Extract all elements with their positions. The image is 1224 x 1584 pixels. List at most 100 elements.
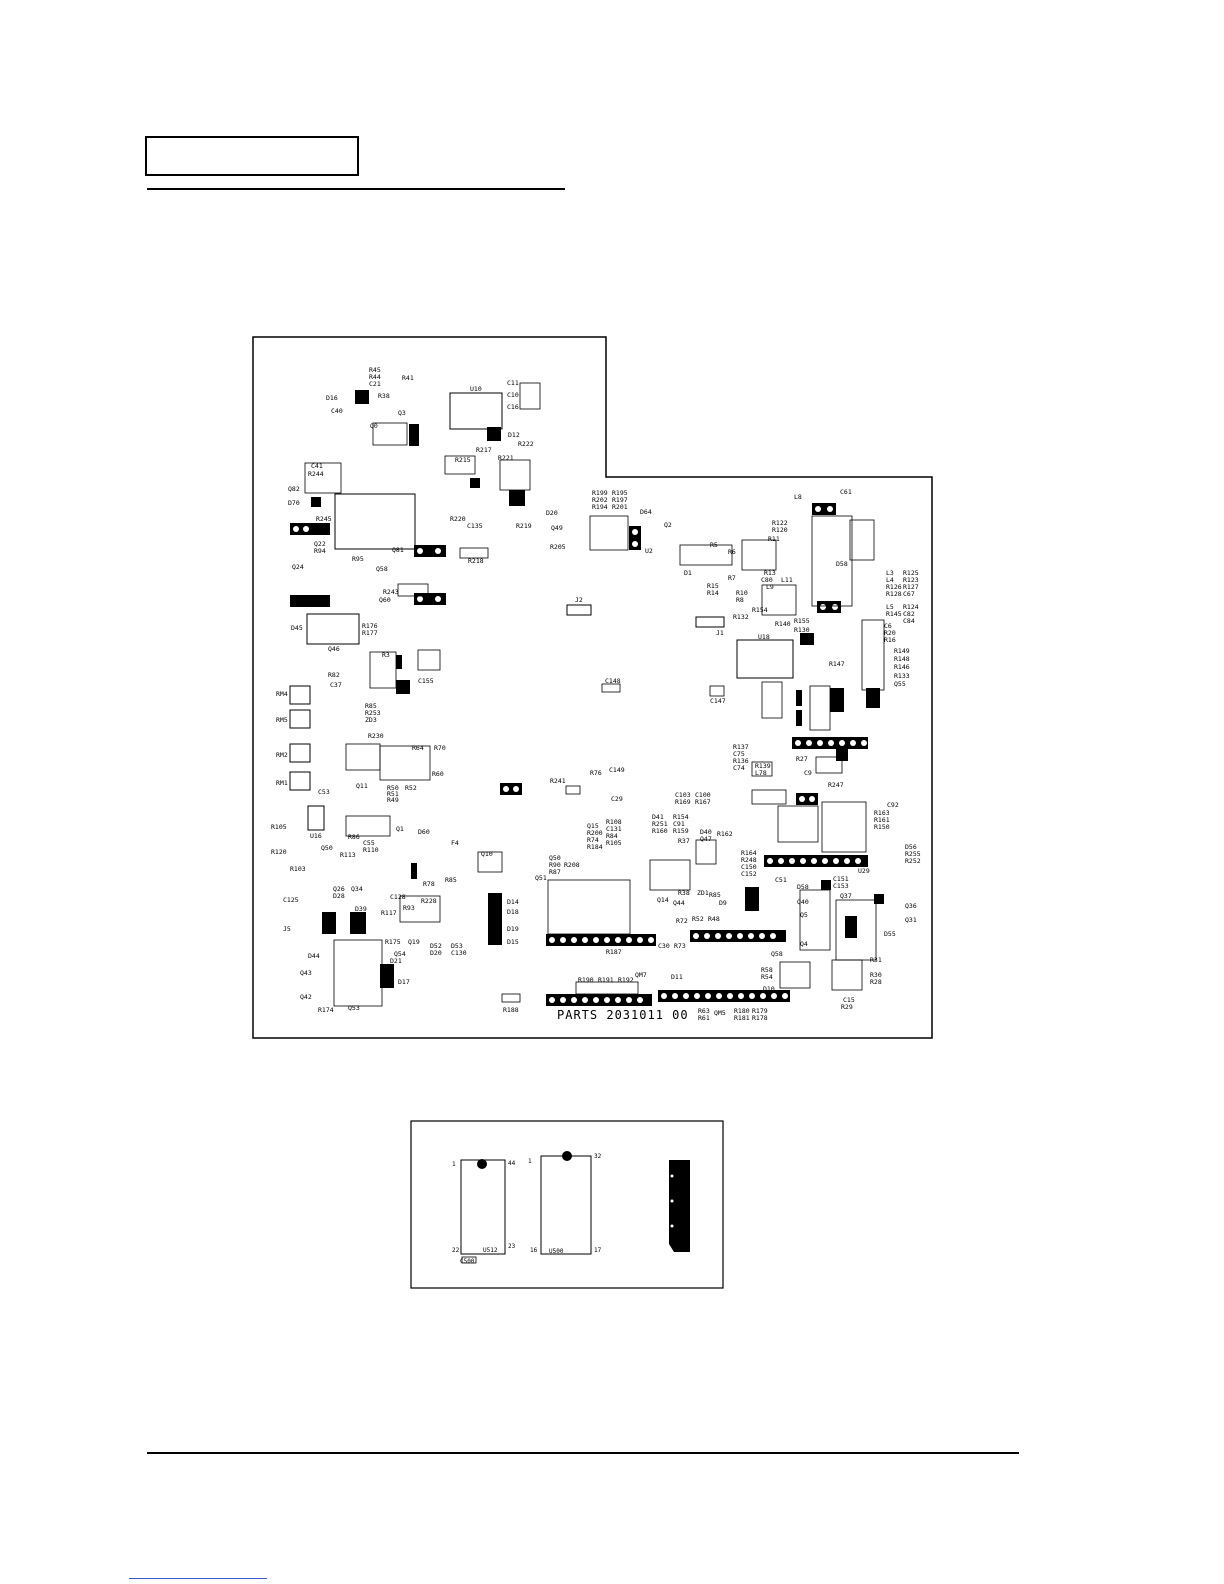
ref-label: R126 [886,583,902,591]
ref-label: R10 [736,589,748,597]
connector-j2-label: J2 [575,596,583,604]
ref-label: C128 [390,893,406,901]
ref-label: R188 [503,1006,519,1014]
ref-label: Q42 [300,993,312,1001]
ref-label: R8 [736,596,744,604]
ref-label: R215 [455,456,471,464]
ref-label: Q5 [800,911,808,919]
ref-label: R15 [707,582,719,590]
ref-label: C125 [283,896,299,904]
ref-label: R27 [796,755,808,763]
ref-label: R194 [592,503,608,511]
ref-label: D53 [451,942,463,950]
ic-u512 [460,1159,506,1255]
ref-label: C30 [658,942,670,950]
ref-label: R245 [316,515,332,523]
ref-label: D9 [719,899,727,907]
ref-label: C21 [369,380,381,388]
ref-label: Q82 [288,485,300,493]
ref-label: R187 [606,948,622,956]
ref-label: Q0 [370,422,378,430]
ref-label: C130 [451,949,467,957]
ref-label: D44 [308,952,320,960]
ref-label: C16 [507,403,519,411]
ref-label: D20 [430,949,442,957]
ref-label: Q2 [664,521,672,529]
ref-label: L5 [886,603,894,611]
ref-label: R139 [755,762,771,770]
ref-label: Q46 [328,645,340,653]
ref-label: R161 [874,816,890,824]
u512-pin-bottom-right: 23 [508,1243,516,1250]
ref-label: L78 [755,769,767,777]
ref-label: D39 [355,905,367,913]
ref-label: R54 [761,973,773,981]
ref-label: Q14 [657,896,669,904]
ic-u500 [540,1155,592,1255]
ic-u18 [736,639,794,679]
ref-label: R162 [717,830,733,838]
dark-pads [290,390,884,988]
u500-label: U500 [549,1248,564,1255]
ref-label: R76 [590,769,602,777]
ref-label: RM2 [276,751,288,759]
u500-pin-top-right: 32 [594,1153,602,1160]
ref-label: D12 [508,431,520,439]
ref-label: R94 [314,547,326,555]
ref-label: R148 [894,655,910,663]
ref-label: R252 [905,857,921,865]
footer-rule [147,1452,1019,1454]
ic-u10 [449,392,503,430]
ref-label: R72 [676,917,688,925]
ref-label: R30 [870,971,882,979]
ref-label: R221 [498,454,514,462]
ref-label: Q31 [905,916,917,924]
ref-label: D58 [797,883,809,891]
ref-label: Q58 [376,565,388,573]
ref-label: R155 [794,617,810,625]
ref-label: Q4 [800,940,808,948]
ref-label: R124 [903,603,919,611]
u500-pin-first: 1 [528,1158,532,1165]
ref-label: Q22 [314,540,326,548]
ic-u29-label: U29 [858,867,870,875]
ref-label: R253 [365,709,381,717]
ref-label: R199 [592,489,608,497]
ref-label: R160 [652,827,668,835]
ref-label: R87 [549,868,561,876]
ref-label: R244 [308,470,324,478]
ref-label: Q44 [673,899,685,907]
ref-label: R154 [752,606,768,614]
ref-label: D10 [763,985,775,993]
ref-label: R175 [385,938,401,946]
ref-label: Q53 [348,1004,360,1012]
parts-number-marking: PARTS 2031011 00 [557,1008,689,1022]
ref-label: R85 [445,876,457,884]
ref-label: D55 [884,930,896,938]
ref-label: R219 [516,522,532,530]
ref-label: R108 [606,818,622,826]
ref-label: C41 [311,462,323,470]
ref-label: C82 [903,610,915,618]
ref-label: R60 [432,770,444,778]
ref-label: R230 [368,732,384,740]
ref-label: Q34 [351,885,363,893]
ref-label: R169 [675,798,691,806]
ref-label: C55 [363,839,375,847]
ref-label: R140 [775,620,791,628]
ref-label: R105 [271,823,287,831]
ref-label: D16 [326,394,338,402]
ic-u10-label: U10 [470,385,482,393]
ref-label: D60 [418,828,430,836]
reference-designators: R45 R44 C21 R41 D16 R38 Q3 C40 Q0 C11 C1… [271,366,921,1022]
ref-label: ZD1 [697,889,709,897]
ref-label: C40 [331,407,343,415]
ref-label: D21 [390,957,402,965]
rm2 [289,743,311,763]
ref-label: Q54 [394,950,406,958]
ref-label: R85 [365,702,377,710]
ref-label: R180 [734,1007,750,1015]
ref-label: Q11 [356,782,368,790]
ref-label: R93 [403,904,415,912]
ref-label: R103 [290,865,306,873]
